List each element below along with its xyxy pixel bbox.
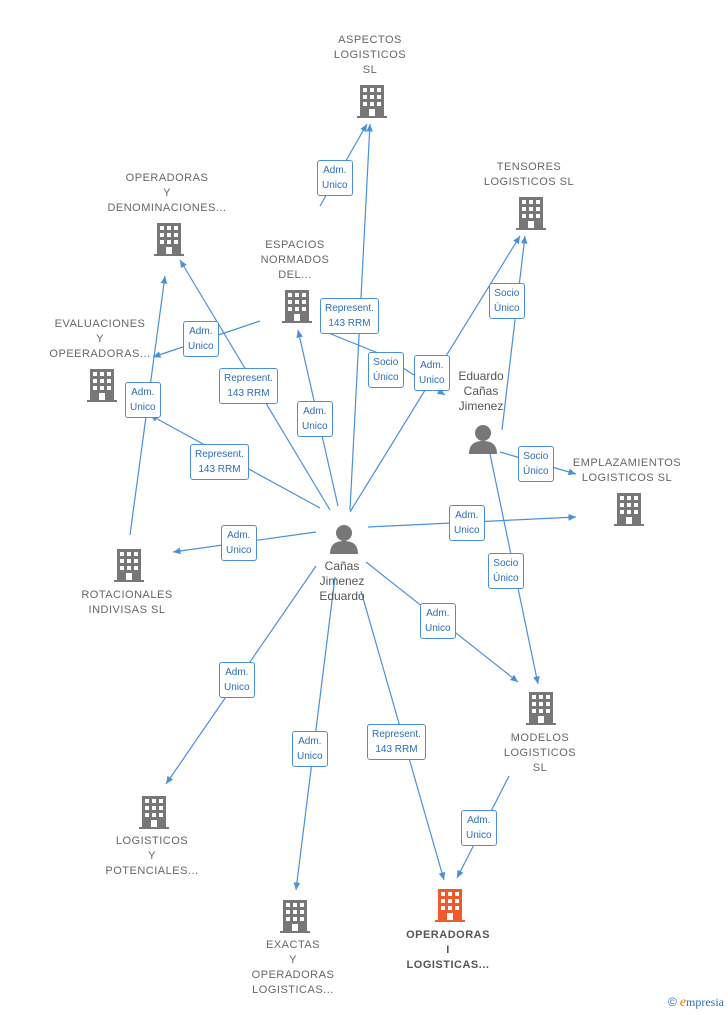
company-name[interactable]: TENSORES LOGISTICOS SL	[483, 161, 575, 188]
company-name[interactable]: EVALUACIONES Y OPEERADORAS...	[49, 318, 151, 360]
building-icon[interactable]	[280, 900, 310, 933]
brand-name: mpresia	[686, 995, 724, 1009]
building-icon[interactable]	[139, 796, 169, 829]
building-icon[interactable]	[614, 493, 644, 526]
building-icon[interactable]	[526, 692, 556, 725]
building-icon[interactable]	[87, 369, 117, 402]
person-icon[interactable]	[469, 425, 497, 454]
company-name[interactable]: EXACTAS Y OPERADORAS LOGISTICAS...	[251, 939, 335, 996]
building-icon[interactable]	[357, 85, 387, 118]
building-icon[interactable]	[435, 889, 465, 922]
edge-label[interactable]: Adm. Unico	[317, 160, 353, 196]
edge-label[interactable]: Represent. 143 RRM	[190, 444, 249, 480]
edge-label[interactable]: Socio Único	[488, 553, 524, 589]
building-icon[interactable]	[114, 549, 144, 582]
person-name[interactable]: Cañas Jimenez Eduardo	[319, 559, 365, 603]
company-name[interactable]: OPERADORAS I LOGISTICAS...	[406, 929, 490, 971]
edge-label[interactable]: Adm. Unico	[125, 382, 161, 418]
brand-footer: © empresia	[668, 995, 724, 1011]
edge-label[interactable]: Adm. Unico	[221, 525, 257, 561]
company-name[interactable]: ROTACIONALES INDIVISAS SL	[81, 589, 173, 616]
edge-label[interactable]: Socio Único	[489, 283, 525, 319]
edge-label[interactable]: Represent. 143 RRM	[320, 298, 379, 334]
copyright-icon: ©	[667, 995, 677, 1009]
building-icon[interactable]	[516, 197, 546, 230]
building-icon[interactable]	[282, 290, 312, 323]
edge-label[interactable]: Adm. Unico	[449, 505, 485, 541]
person-icon[interactable]	[330, 525, 358, 554]
edge-label[interactable]: Represent. 143 RRM	[367, 724, 426, 760]
company-name[interactable]: EMPLAZAMIENTOS LOGISTICOS SL	[572, 457, 682, 484]
edge-label[interactable]: Adm. Unico	[461, 810, 497, 846]
edge-label[interactable]: Adm. Unico	[292, 731, 328, 767]
edge-label[interactable]: Adm. Unico	[420, 603, 456, 639]
edge-label[interactable]: Adm. Unico	[297, 401, 333, 437]
edge-label[interactable]: Socio Único	[368, 352, 404, 388]
company-name[interactable]: OPERADORAS Y DENOMINACIONES...	[107, 172, 227, 214]
edge-label[interactable]: Represent. 143 RRM	[219, 368, 278, 404]
company-name[interactable]: MODELOS LOGISTICOS SL	[503, 732, 577, 774]
edge-label[interactable]: Adm. Unico	[183, 321, 219, 357]
company-name[interactable]: ESPACIOS NORMADOS DEL...	[260, 239, 330, 281]
person-name[interactable]: Eduardo Cañas Jimenez	[458, 369, 504, 413]
building-icon[interactable]	[154, 223, 184, 256]
edge-label[interactable]: Socio Único	[518, 446, 554, 482]
edge-line	[501, 235, 528, 431]
edge-label[interactable]: Adm. Unico	[219, 662, 255, 698]
edge-label[interactable]: Adm. Unico	[414, 355, 450, 391]
brand-initial: e	[679, 995, 686, 1010]
company-name[interactable]: ASPECTOS LOGISTICOS SL	[333, 34, 407, 76]
company-name[interactable]: LOGISTICOS Y POTENCIALES...	[105, 835, 199, 877]
